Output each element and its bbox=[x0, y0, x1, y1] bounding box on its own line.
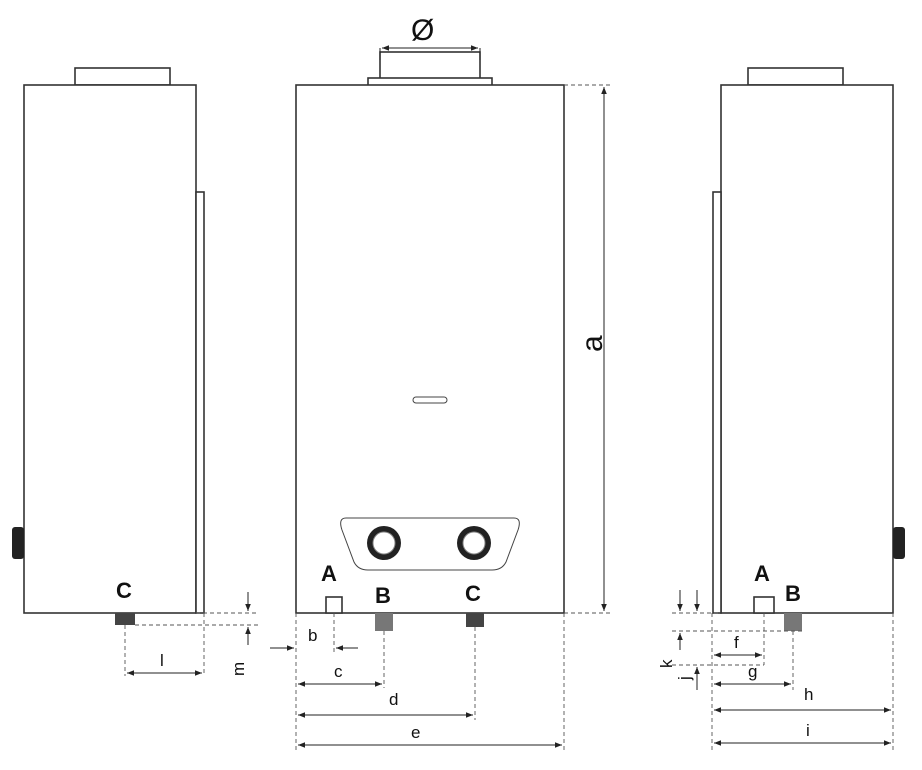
front-logo-slot bbox=[412, 396, 448, 404]
right-label-a: A bbox=[754, 561, 770, 586]
front-label-c: C bbox=[465, 581, 481, 606]
right-fitting-b bbox=[784, 613, 802, 631]
right-side-view: A B k j f g h i bbox=[657, 67, 905, 750]
right-back-plate bbox=[712, 191, 722, 614]
front-fitting-b bbox=[375, 613, 393, 631]
dim-f-label: f bbox=[734, 633, 739, 652]
left-back-plate bbox=[195, 191, 205, 614]
dim-d-label: d bbox=[389, 690, 398, 709]
front-flue-collar bbox=[379, 51, 481, 81]
front-fitting-c bbox=[466, 613, 484, 627]
front-housing bbox=[295, 84, 565, 614]
dim-a-label: a bbox=[576, 335, 609, 352]
dim-diameter-label: Ø bbox=[411, 14, 434, 47]
left-fitting-c bbox=[115, 613, 135, 625]
dim-l-label: l bbox=[160, 651, 164, 670]
dim-m-label: m bbox=[229, 662, 248, 676]
front-label-a: A bbox=[321, 561, 337, 586]
left-side-view: C l m bbox=[12, 67, 258, 676]
dim-k-label: k bbox=[657, 659, 676, 668]
front-label-b: B bbox=[375, 583, 391, 608]
dim-h-label: h bbox=[804, 685, 813, 704]
left-housing bbox=[23, 84, 197, 614]
dim-g-label: g bbox=[748, 662, 757, 681]
front-fitting-a bbox=[325, 596, 343, 614]
front-view: A B C Ø a b c d e bbox=[270, 14, 612, 750]
dim-e-label: e bbox=[411, 723, 420, 742]
left-top-flue bbox=[74, 67, 171, 86]
left-knob bbox=[12, 527, 24, 559]
right-knob bbox=[893, 527, 905, 559]
dim-j-label: j bbox=[675, 676, 694, 681]
right-label-b: B bbox=[785, 581, 801, 606]
right-fitting-a bbox=[753, 596, 775, 614]
front-knob-left-inner bbox=[372, 531, 396, 555]
front-control-panel bbox=[340, 517, 520, 571]
dim-i-label: i bbox=[806, 721, 810, 740]
left-label-c: C bbox=[116, 578, 132, 603]
dim-b-label: b bbox=[308, 626, 317, 645]
dim-c-label: c bbox=[334, 662, 343, 681]
right-housing bbox=[720, 84, 894, 614]
right-top-flue bbox=[747, 67, 844, 86]
front-knob-right-inner bbox=[462, 531, 486, 555]
